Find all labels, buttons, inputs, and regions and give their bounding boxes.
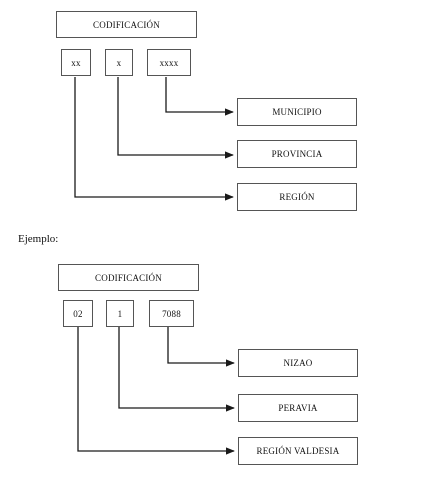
code-municipio-box: xxxx (147, 49, 191, 76)
code-region-box: xx (61, 49, 91, 76)
target-region-box: REGIÓN (237, 183, 357, 211)
target-municipio-box: MUNICIPIO (237, 98, 357, 126)
target-provincia-box: PROVINCIA (237, 140, 357, 168)
connector-region-valdesia (77, 327, 235, 455)
target-region-valdesia-box: REGIÓN VALDESIA (238, 437, 358, 465)
target-nizao-box: NIZAO (238, 349, 358, 377)
connector-region (74, 77, 234, 201)
codificacion-title-box: CODIFICACIÓN (56, 11, 197, 38)
connector-municipio (165, 77, 234, 116)
code-02-box: 02 (63, 300, 93, 327)
connector-peravia (118, 327, 235, 412)
connector-provincia (117, 77, 234, 159)
target-peravia-box: PERAVIA (238, 394, 358, 422)
code-provincia-box: x (105, 49, 133, 76)
ejemplo-label: Ejemplo: (18, 233, 59, 245)
code-7088-box: 7088 (149, 300, 194, 327)
codificacion-example-title-box: CODIFICACIÓN (58, 264, 199, 291)
connector-nizao (167, 327, 235, 367)
code-1-box: 1 (106, 300, 134, 327)
